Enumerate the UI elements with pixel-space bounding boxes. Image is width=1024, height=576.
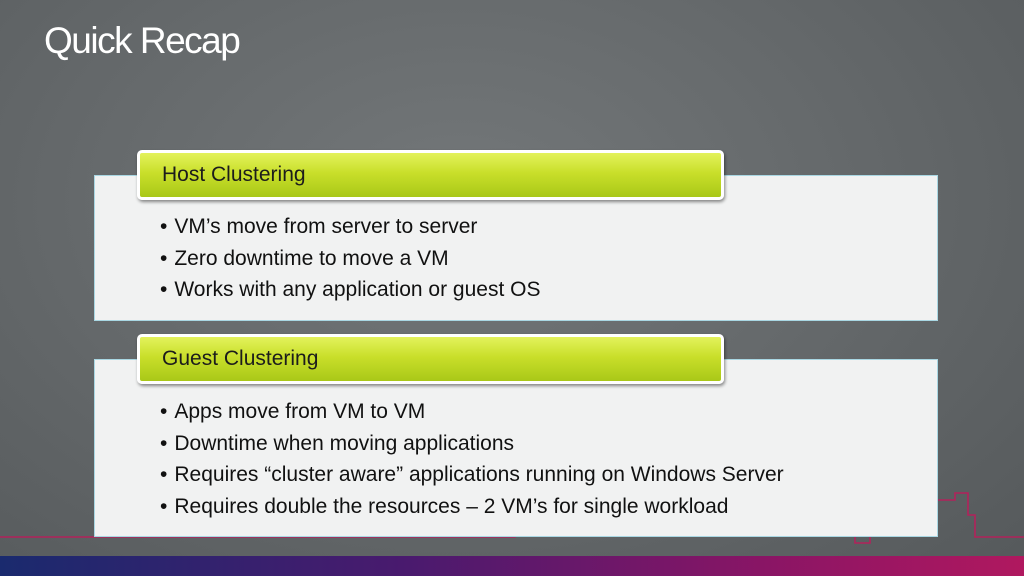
guest-clustering-header: Guest Clustering [137,334,724,384]
host-clustering-bullets: VM’s move from server to server Zero dow… [160,211,540,306]
list-item: VM’s move from server to server [160,211,540,243]
list-item: Requires double the resources – 2 VM’s f… [160,491,784,523]
host-clustering-header: Host Clustering [137,150,724,200]
bottom-accent-strip [0,556,1024,576]
list-item: Downtime when moving applications [160,428,784,460]
guest-clustering-bullets: Apps move from VM to VM Downtime when mo… [160,396,784,523]
list-item: Apps move from VM to VM [160,396,784,428]
slide-title: Quick Recap [44,20,241,61]
list-item: Zero downtime to move a VM [160,243,540,275]
list-item: Requires “cluster aware” applications ru… [160,459,783,491]
list-item: Works with any application or guest OS [160,274,540,306]
